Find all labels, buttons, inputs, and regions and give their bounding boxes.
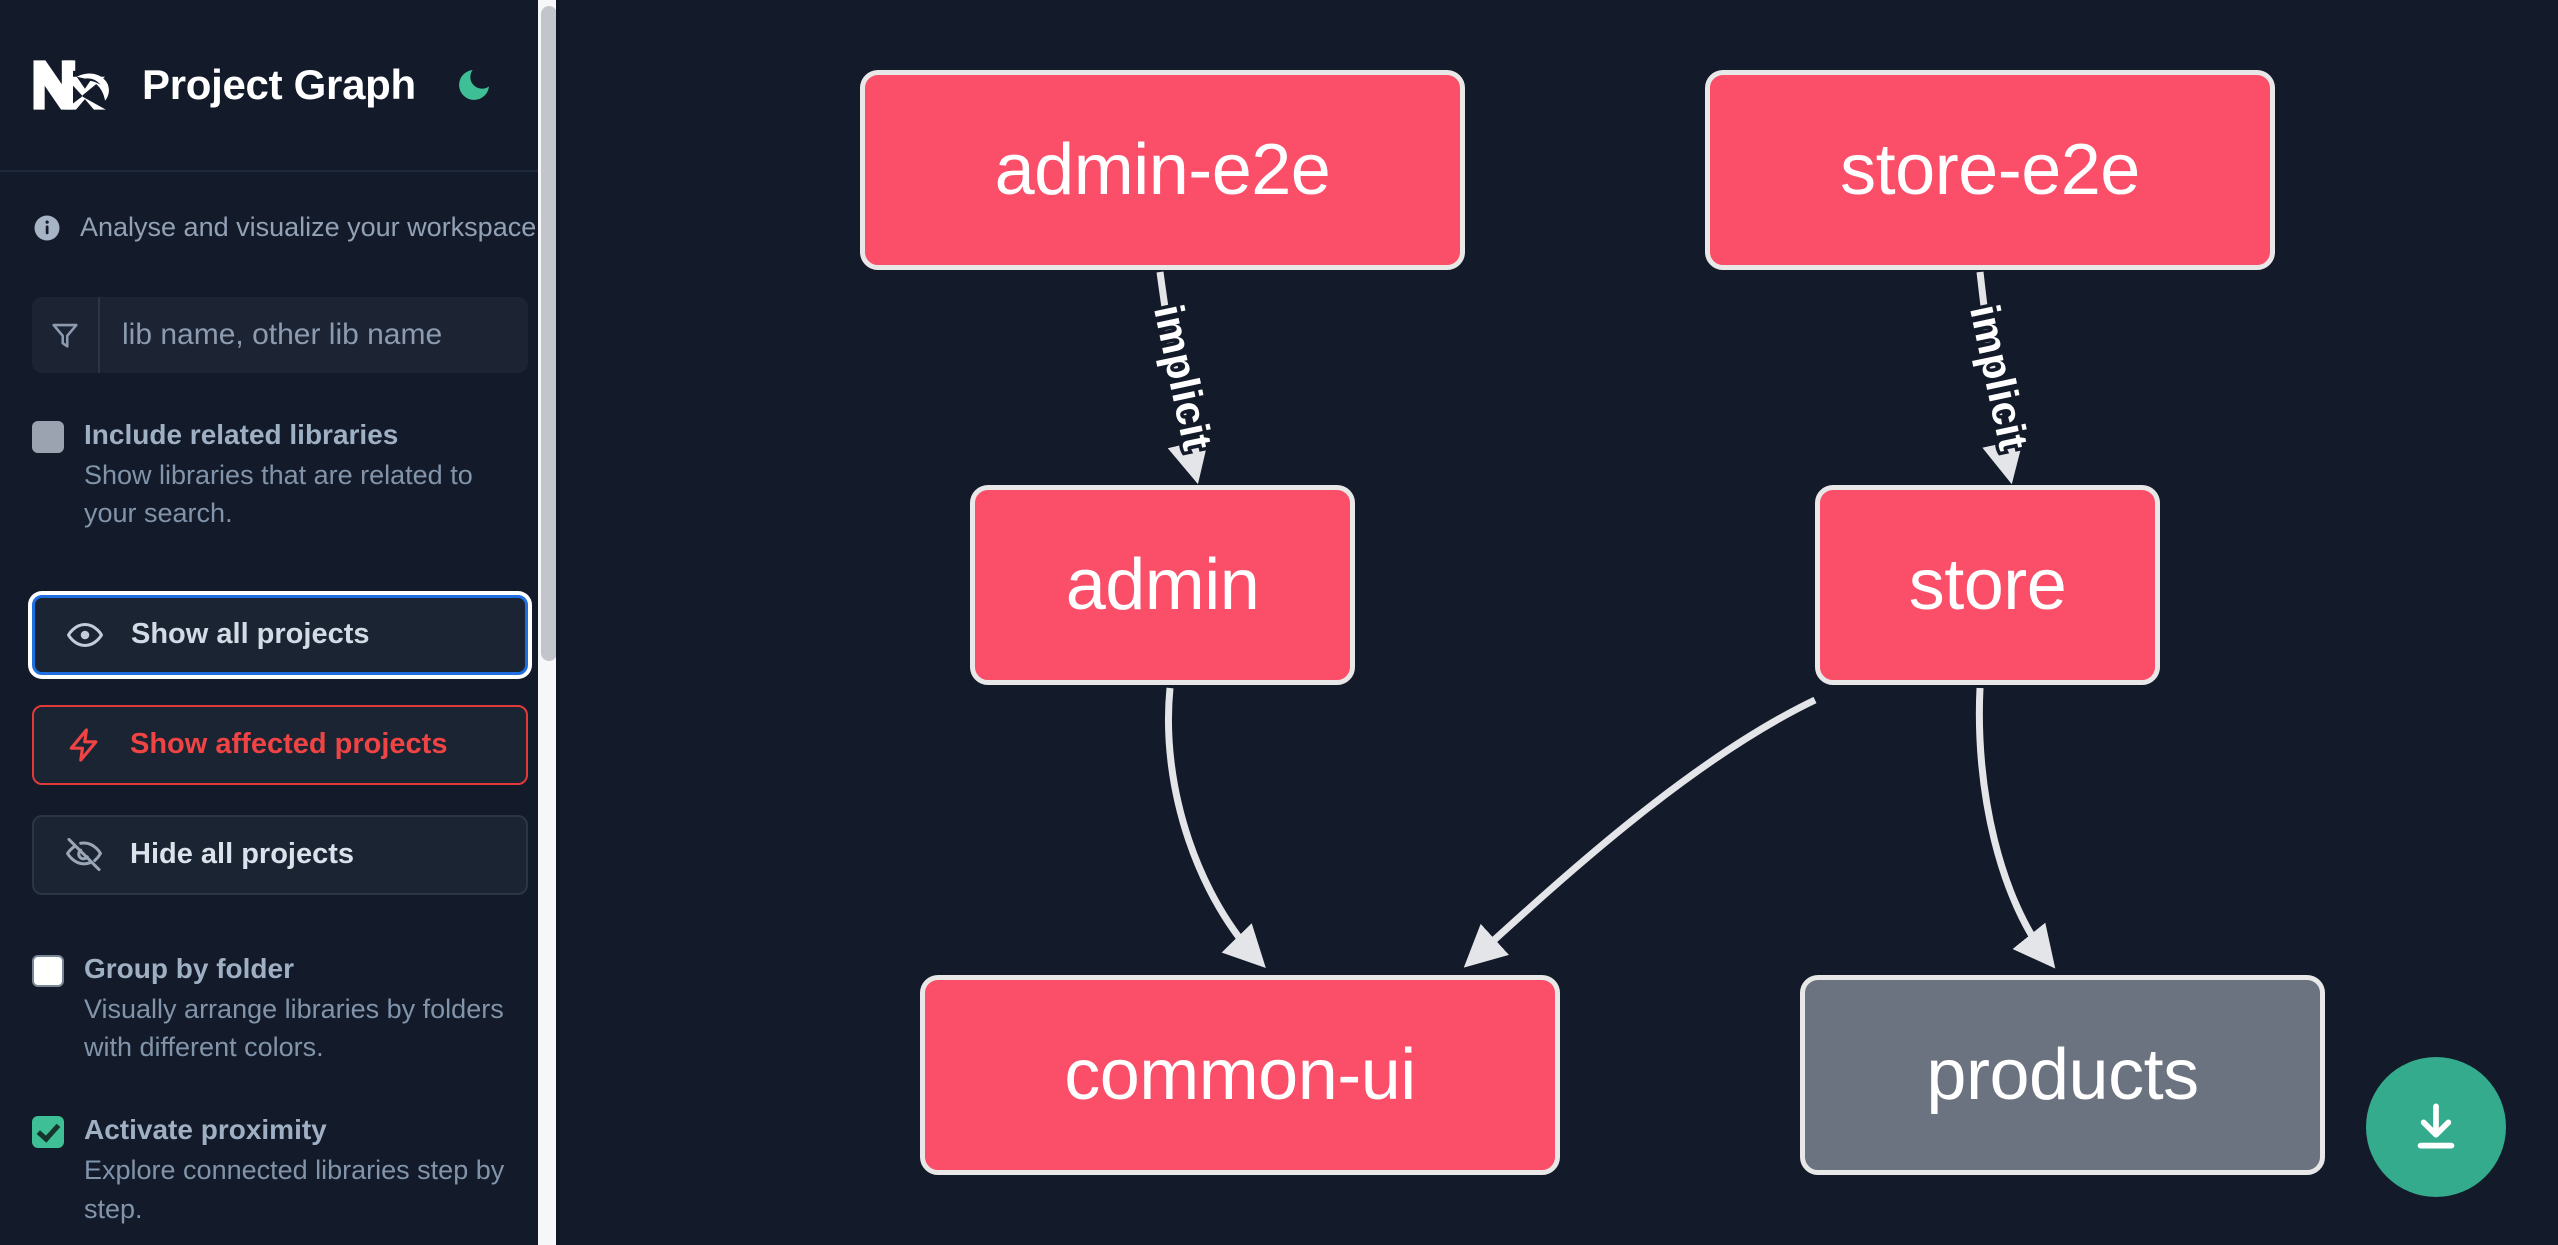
sidebar-edge bbox=[556, 0, 560, 1245]
group-by-folder-description: Visually arrange libraries by folders wi… bbox=[84, 993, 504, 1062]
option-include-related-libraries[interactable]: Include related libraries Show libraries… bbox=[32, 417, 528, 533]
show-affected-projects-label: Show affected projects bbox=[130, 728, 448, 761]
option-activate-proximity[interactable]: Activate proximity Explore connected lib… bbox=[32, 1112, 528, 1228]
download-icon bbox=[2417, 1103, 2455, 1149]
hide-all-projects-label: Hide all projects bbox=[130, 838, 355, 871]
eye-icon bbox=[65, 615, 105, 655]
sidebar: Project Graph Analyse and visualize yo bbox=[0, 0, 560, 1245]
group-by-folder-label: Group by folder bbox=[84, 952, 294, 984]
show-all-projects-label: Show all projects bbox=[131, 618, 370, 651]
lightning-icon bbox=[64, 725, 104, 765]
edge-store-products[interactable] bbox=[1975, 687, 2056, 969]
group-by-folder-checkbox[interactable] bbox=[32, 954, 64, 987]
show-affected-projects-button[interactable]: Show affected projects bbox=[32, 704, 528, 785]
sidebar-scrollbar-thumb[interactable] bbox=[541, 6, 557, 661]
tagline-text: Analyse and visualize your workspace. bbox=[80, 212, 544, 242]
edge-store-common-ui[interactable] bbox=[1463, 696, 1817, 968]
sidebar-header: Project Graph bbox=[0, 0, 560, 172]
show-all-projects-button[interactable]: Show all projects bbox=[32, 594, 528, 675]
filter-icon bbox=[32, 297, 100, 373]
graph-canvas[interactable]: implicit implicit admin-e2e store-e2e ad… bbox=[560, 0, 2558, 1245]
node-store-e2e[interactable]: store-e2e bbox=[1705, 70, 2275, 270]
info-icon bbox=[32, 213, 62, 243]
search-box[interactable] bbox=[32, 297, 528, 373]
include-related-libraries-description: Show libraries that are related to your … bbox=[84, 460, 473, 529]
edge-label-admin-implicit: implicit bbox=[1145, 300, 1222, 454]
activate-proximity-checkbox[interactable] bbox=[32, 1116, 64, 1149]
option-group-by-folder[interactable]: Group by folder Visually arrange librari… bbox=[32, 951, 528, 1067]
activate-proximity-description: Explore connected libraries step by step… bbox=[84, 1155, 505, 1224]
graph-edges: implicit implicit bbox=[1142, 271, 2056, 969]
edge-store-e2e-store[interactable] bbox=[1976, 271, 2024, 485]
search-input[interactable] bbox=[100, 297, 528, 373]
workspace-tagline: Analyse and visualize your workspace. bbox=[0, 212, 560, 243]
moon-icon[interactable] bbox=[452, 63, 496, 107]
node-common-ui[interactable]: common-ui bbox=[920, 975, 1560, 1175]
edge-admin-e2e-admin[interactable] bbox=[1156, 271, 1209, 485]
eye-off-icon bbox=[64, 835, 104, 875]
edge-admin-common-ui[interactable] bbox=[1164, 687, 1266, 969]
nx-logo-icon bbox=[32, 57, 114, 113]
download-graph-button[interactable] bbox=[2366, 1057, 2506, 1197]
include-related-libraries-label: Include related libraries bbox=[84, 419, 399, 450]
page-title: Project Graph bbox=[142, 61, 416, 108]
include-related-libraries-checkbox[interactable] bbox=[32, 421, 64, 453]
node-products[interactable]: products bbox=[1800, 975, 2325, 1175]
node-admin[interactable]: admin bbox=[970, 485, 1355, 685]
node-admin-e2e[interactable]: admin-e2e bbox=[860, 70, 1465, 270]
activate-proximity-label: Activate proximity bbox=[84, 1114, 327, 1146]
hide-all-projects-button[interactable]: Hide all projects bbox=[32, 814, 528, 895]
node-store[interactable]: store bbox=[1815, 485, 2160, 685]
sidebar-scrollbar-track[interactable] bbox=[538, 0, 560, 1245]
edge-label-store-implicit: implicit bbox=[1961, 300, 2038, 454]
